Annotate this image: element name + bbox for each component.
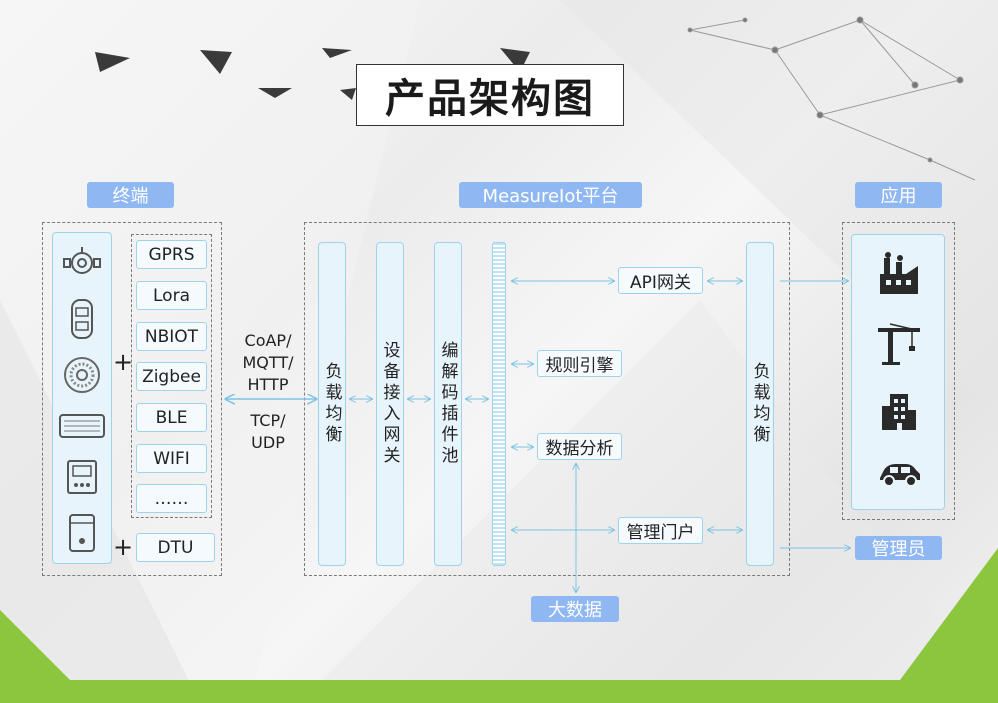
module-nbiot: NBIOT: [136, 322, 207, 351]
page-title: 产品架构图: [385, 75, 595, 122]
section-platform: MeasureIot平台: [459, 182, 642, 208]
api-gateway: API网关: [618, 267, 703, 294]
load-balance-left-label: 负载均衡: [321, 362, 342, 446]
protocol-labels-2: TCP/ UDP: [228, 410, 308, 454]
module-lora: Lora: [136, 281, 207, 310]
device-access-gateway: 设备接入网关: [376, 242, 404, 566]
codec-plugin-label: 编解码插件池: [437, 341, 458, 467]
terminal-container: [42, 222, 222, 576]
module-dtu: DTU: [136, 533, 215, 562]
admin: 管理员: [855, 536, 942, 560]
panel-meter-icon: [67, 460, 97, 494]
application-container: [842, 222, 955, 520]
device-access-label: 设备接入网关: [379, 341, 400, 467]
load-balance-right: 负载均衡: [746, 242, 774, 566]
title-box: 产品架构图: [356, 64, 624, 126]
protocol-line: MQTT/: [242, 353, 294, 372]
data-analysis: 数据分析: [537, 433, 622, 460]
protocol-labels: CoAP/ MQTT/ HTTP: [228, 330, 308, 396]
protocol-line: CoAP/: [244, 331, 292, 350]
plus-sign: +: [113, 348, 134, 376]
rule-engine: 规则引擎: [537, 350, 622, 377]
module-more: ……: [136, 484, 207, 513]
protocol-line: UDP: [251, 433, 285, 452]
device-column: [52, 232, 112, 564]
module-zigbee: Zigbee: [136, 362, 207, 391]
section-application: 应用: [855, 182, 942, 208]
building-icon: [882, 394, 916, 430]
protocol-line: TCP/: [250, 411, 286, 430]
crane-icon: [878, 323, 920, 365]
codec-plugin-pool: 编解码插件池: [434, 242, 462, 566]
protocol-line: HTTP: [247, 375, 289, 394]
section-terminal: 终端: [87, 182, 174, 208]
big-data: 大数据: [531, 596, 619, 622]
module-container: [131, 234, 212, 518]
car-sensor-icon: [71, 299, 93, 339]
module-ble: BLE: [136, 403, 207, 432]
load-balance-left: 负载均衡: [318, 242, 346, 566]
plus-sign-dtu: +: [113, 533, 134, 561]
round-sensor-icon: [64, 357, 100, 393]
management-portal: 管理门户: [618, 517, 703, 544]
car-icon: [880, 464, 920, 487]
data-bus: [492, 242, 506, 566]
load-balance-right-label: 负载均衡: [749, 362, 770, 446]
keyboard-device-icon: [59, 414, 105, 438]
cylinder-device-icon: [69, 514, 95, 552]
module-gprs: GPRS: [136, 240, 207, 269]
meter-device-icon: [63, 247, 101, 274]
footer-band: [0, 680, 998, 703]
factory-icon: [880, 252, 918, 294]
module-wifi: WIFI: [136, 444, 207, 473]
